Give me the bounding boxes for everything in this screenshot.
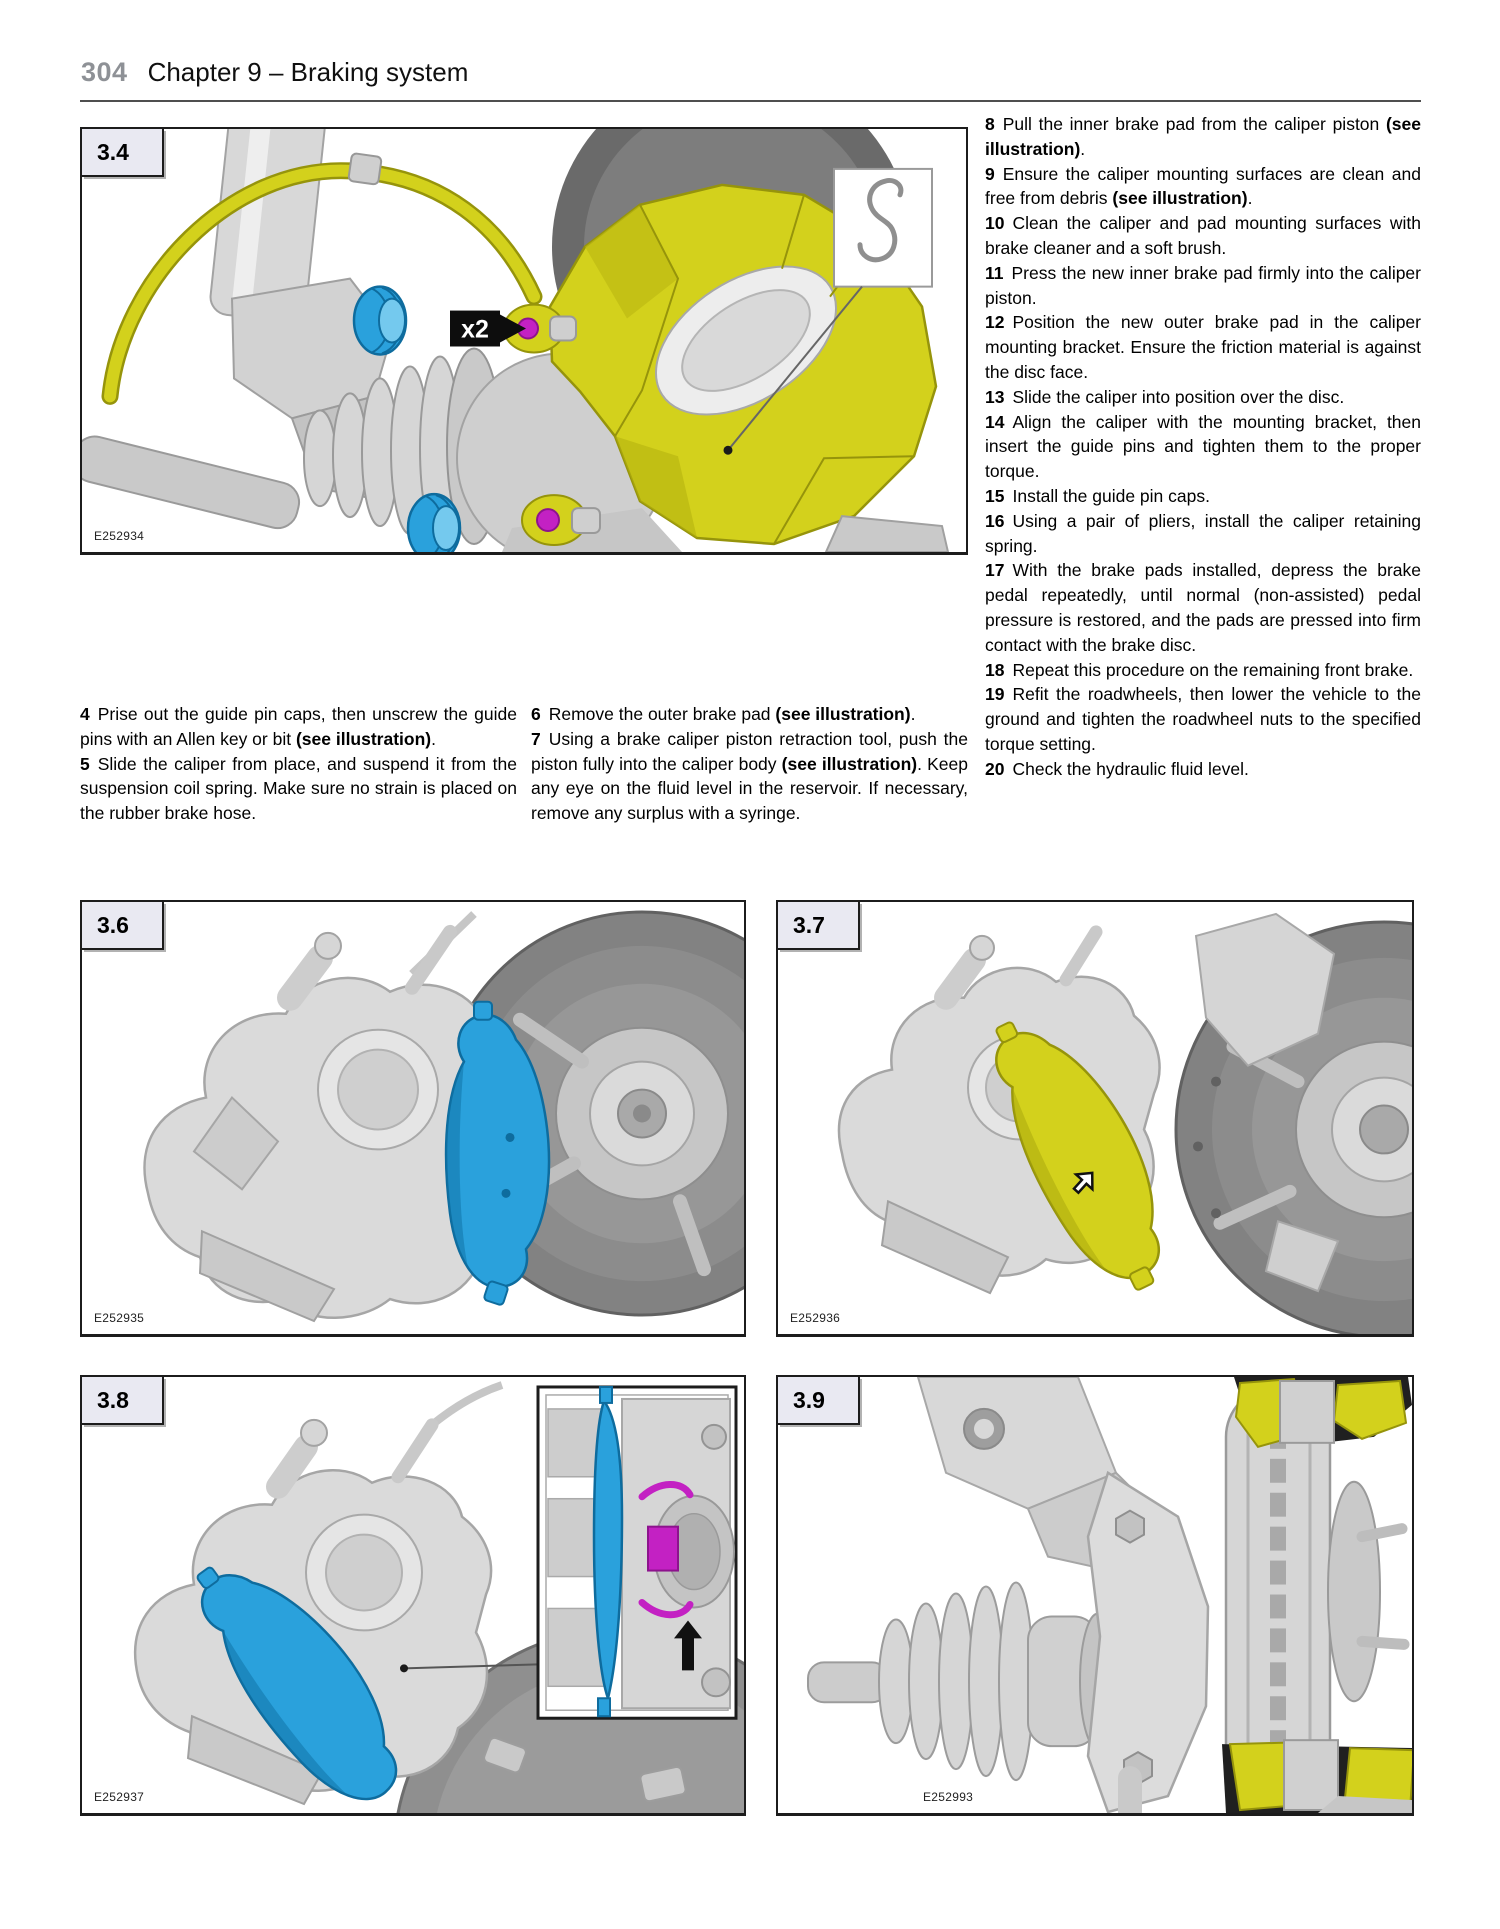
wheel-studs — [1356, 1523, 1410, 1650]
page-header: 304 Chapter 9 – Braking system — [81, 57, 468, 88]
figure-3-6-illustration — [143, 910, 744, 1323]
figure-code: E252935 — [94, 1311, 145, 1325]
figure-code: E252937 — [94, 1790, 145, 1804]
figure-label: 3.6 — [82, 902, 164, 950]
figure-3-7-panel: 3.7 E252936 — [776, 900, 1414, 1337]
figure-label: 3.9 — [778, 1377, 860, 1425]
figure-label: 3.8 — [82, 1377, 164, 1425]
brake-pad-blue — [196, 1566, 398, 1801]
brake-hose-yellow — [101, 152, 543, 405]
caliper-assembly — [143, 911, 519, 1323]
figure-3-8-panel: 3.8 E252937 — [80, 1375, 746, 1816]
caliper-pads-bottom — [1222, 1739, 1412, 1813]
x2-badge: x2 — [450, 310, 526, 347]
figure-3-4-panel: x2 3.4 E252934 — [80, 127, 968, 555]
callout-leader — [403, 1663, 539, 1670]
brake-disc — [438, 910, 744, 1317]
figure-3-7-illustration — [837, 912, 1412, 1334]
brake-disc-edge — [1224, 1385, 1410, 1808]
direction-arrow-icon — [1072, 1171, 1094, 1195]
guide-pin-top — [503, 303, 577, 354]
svg-text:x2: x2 — [461, 316, 489, 344]
caliper-pads-top — [1234, 1377, 1412, 1448]
s-hook-icon — [857, 178, 904, 263]
inner-pad-blue — [592, 1385, 624, 1718]
cv-boot — [807, 1581, 1117, 1782]
figure-3-4-illustration: x2 — [82, 129, 950, 552]
page-title: Chapter 9 – Braking system — [147, 57, 469, 87]
figure-code: E252993 — [923, 1790, 974, 1804]
header-rule — [80, 100, 1421, 102]
inset-detail — [536, 1385, 738, 1720]
figure-3-9-panel: 3.9 E252993 — [776, 1375, 1414, 1816]
brake-pad-blue — [444, 1000, 551, 1306]
figure-label: 3.7 — [778, 902, 860, 950]
figure-3-6-panel: 3.6 E252935 — [80, 900, 746, 1337]
vent-slots — [1270, 1424, 1286, 1755]
bleed-cap-top — [352, 285, 408, 356]
figure-code: E252934 — [94, 529, 145, 543]
bleed-cap-bottom — [406, 492, 462, 552]
brake-pad-yellow — [995, 1021, 1160, 1291]
guide-pin-bottom — [521, 494, 601, 547]
s-hook-callout — [723, 167, 933, 455]
mounting-bracket — [1194, 912, 1336, 1067]
page-number: 304 — [81, 57, 128, 87]
steering-knuckle — [1086, 1470, 1210, 1813]
figure-label: 3.4 — [82, 129, 164, 177]
figure-code: E252936 — [790, 1311, 841, 1325]
retraction-clip-magenta — [638, 1481, 694, 1619]
figure-3-8-illustration — [133, 1381, 744, 1813]
figure-3-9-illustration — [807, 1377, 1412, 1813]
up-arrow-icon — [674, 1620, 702, 1671]
